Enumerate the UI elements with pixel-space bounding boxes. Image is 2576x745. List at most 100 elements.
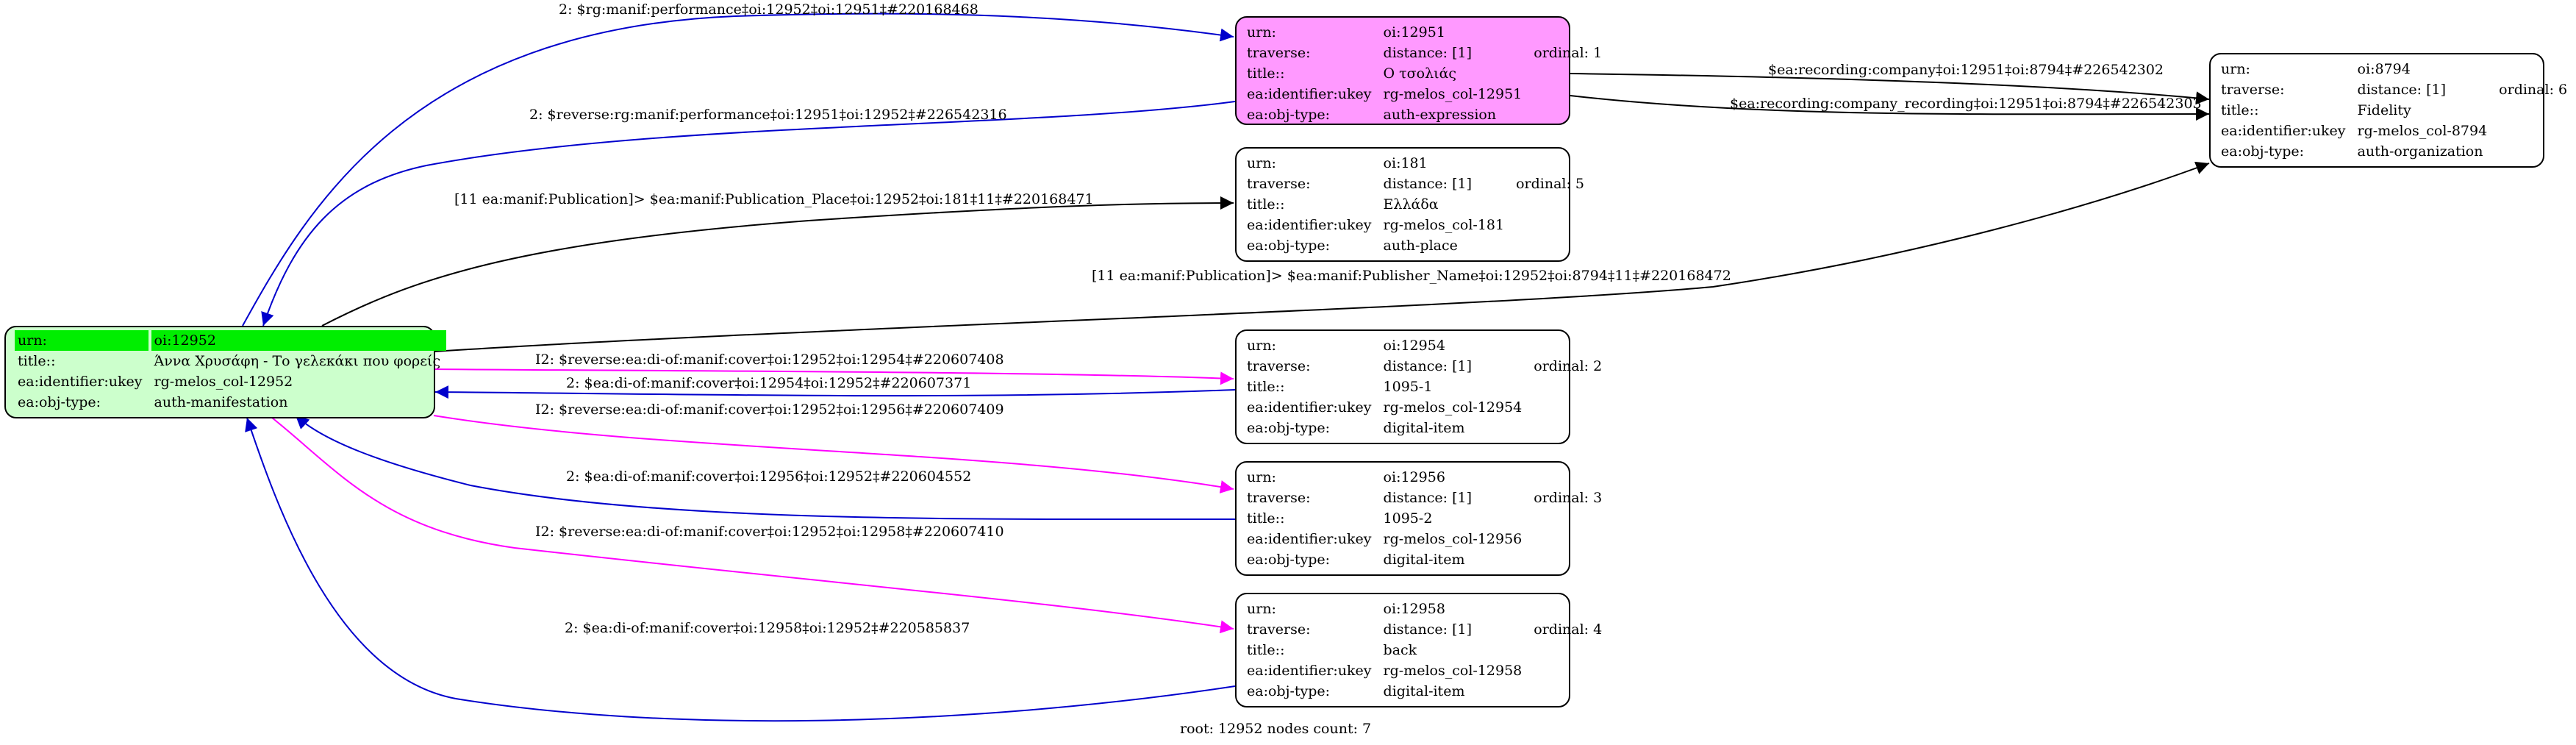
- title-value: Ο τσολιάς: [1383, 65, 1457, 82]
- edge-e6: [1570, 95, 2210, 121]
- edge-e1: [242, 13, 1234, 327]
- urn-key: urn:: [1247, 155, 1276, 171]
- urn-key: urn:: [1247, 24, 1276, 40]
- ukey-key: ea:identifier:ukey: [1247, 399, 1372, 416]
- title-value: back: [1383, 642, 1417, 658]
- graph-footer: root: 12952 nodes count: 7: [1180, 721, 1372, 737]
- edge-e5: [1570, 73, 2210, 105]
- ukey-value: rg-melos_col-12951: [1383, 86, 1523, 102]
- distance-value: distance: [1]: [1383, 176, 1472, 192]
- edge-e3: [321, 196, 1234, 327]
- ordinal-value: ordinal: 3: [1534, 490, 1603, 506]
- traverse-key: traverse:: [1247, 176, 1311, 192]
- title-value: Άννα Χρυσάφη - Το γελεκάκι που φορείς: [154, 353, 441, 369]
- edge-e7: [433, 368, 1234, 385]
- urn-key: urn:: [1247, 601, 1276, 617]
- title-key: title::: [1247, 642, 1285, 658]
- type-key: ea:obj-type:: [1247, 683, 1331, 699]
- traverse-key: traverse:: [1247, 490, 1311, 506]
- type-key: ea:obj-type:: [1247, 552, 1331, 568]
- edge-label-e8: 2: $ea:di-of:manif:cover‡oi:12954‡oi:129…: [566, 375, 972, 391]
- distance-value: distance: [1]: [2357, 82, 2446, 98]
- type-value: auth-manifestation: [154, 394, 288, 410]
- urn-value: oi:181: [1383, 155, 1428, 171]
- node-root-12952[interactable]: urn:oi:12952 title::Άννα Χρυσάφη - Το γε…: [4, 326, 447, 418]
- ukey-value: rg-melos_col-8794: [2357, 123, 2488, 139]
- distance-value: distance: [1]: [1383, 490, 1472, 506]
- ukey-row: ea:identifier:ukey rg-melos_col-12952: [15, 371, 446, 392]
- type-key: ea:obj-type:: [1247, 420, 1331, 436]
- type-row: ea:obj-type: auth-manifestation: [15, 392, 446, 413]
- distance-value: distance: [1]: [1383, 621, 1472, 638]
- distance-value: distance: [1]: [1383, 45, 1472, 61]
- edge-e9: [433, 415, 1234, 493]
- node-12951[interactable]: urn:oi:12951 traverse:distance: [1]ordin…: [1235, 16, 1602, 125]
- type-value: auth-expression: [1383, 107, 1497, 123]
- title-value: 1095-2: [1383, 510, 1433, 527]
- edge-e12: [245, 417, 1236, 722]
- ukey-key: ea:identifier:ukey: [1247, 86, 1372, 102]
- ukey-value: rg-melos_col-12958: [1383, 663, 1523, 679]
- node-12954[interactable]: urn:oi:12954 traverse:distance: [1]ordin…: [1235, 329, 1602, 444]
- type-value: digital-item: [1383, 552, 1465, 568]
- ukey-key: ea:identifier:ukey: [2221, 123, 2346, 139]
- urn-value: oi:12954: [1383, 338, 1445, 354]
- edge-label-e9: I2: $reverse:ea:di-of:manif:cover‡oi:129…: [535, 402, 1004, 418]
- ordinal-value: ordinal: 6: [2499, 82, 2568, 98]
- title-key: title::: [1247, 196, 1285, 213]
- node-181[interactable]: urn: oi:181 traverse: distance: [1] ordinal…: [1235, 147, 1584, 262]
- ukey-key: ea:identifier:ukey: [1247, 663, 1372, 679]
- traverse-key: traverse:: [2221, 82, 2285, 98]
- title-key: title::: [2221, 102, 2259, 118]
- edge-e11: [271, 417, 1234, 634]
- type-value: digital-item: [1383, 683, 1465, 699]
- urn-key: urn:: [2221, 61, 2250, 77]
- ukey-key: ea:identifier:ukey: [1247, 217, 1372, 233]
- title-key: title::: [1247, 65, 1285, 82]
- edge-e10: [295, 415, 1236, 521]
- title-row: title::Άννα Χρυσάφη - Το γελεκάκι που φο…: [15, 351, 446, 371]
- edge-label-e6: $ea:recording:company_recording‡oi:12951…: [1730, 96, 2202, 112]
- title-key: title::: [18, 353, 56, 369]
- title-key: title::: [1247, 379, 1285, 395]
- edge-label-e3: [11 ea:manif:Publication]> $ea:manif:Pub…: [454, 191, 1094, 207]
- ordinal-value: ordinal: 1: [1534, 45, 1603, 61]
- edge-label-e5: $ea:recording:company‡oi:12951‡oi:8794‡#…: [1768, 62, 2164, 78]
- edge-label-e7: I2: $reverse:ea:di-of:manif:cover‡oi:129…: [535, 352, 1004, 368]
- ukey-value: rg-melos_col-181: [1383, 217, 1505, 233]
- title-value: 1095-1: [1383, 379, 1433, 395]
- type-key: ea:obj-type:: [1247, 107, 1331, 123]
- urn-key: urn:: [15, 330, 149, 351]
- ordinal-value: ordinal: 2: [1534, 358, 1603, 374]
- ukey-value: rg-melos_col-12952: [154, 374, 293, 390]
- edge-e8: [434, 385, 1236, 399]
- urn-value: oi:12952: [151, 330, 447, 351]
- traverse-key: traverse:: [1247, 45, 1311, 61]
- ordinal-value: ordinal: 4: [1534, 621, 1603, 638]
- traverse-key: traverse:: [1247, 621, 1311, 638]
- edge-label-e10: 2: $ea:di-of:manif:cover‡oi:12956‡oi:129…: [566, 468, 972, 485]
- type-value: digital-item: [1383, 420, 1465, 436]
- ukey-key: ea:identifier:ukey: [1247, 531, 1372, 547]
- distance-value: distance: [1]: [1383, 358, 1472, 374]
- type-value: auth-place: [1383, 238, 1458, 254]
- urn-key: urn:: [1247, 469, 1276, 485]
- ukey-value: rg-melos_col-12956: [1383, 531, 1523, 547]
- type-key: ea:obj-type:: [18, 394, 101, 410]
- edge-e4: [433, 161, 2210, 352]
- node-8794[interactable]: urn:oi:8794 traverse:distance: [1]ordina…: [2209, 53, 2567, 168]
- ordinal-value: ordinal: 5: [1516, 176, 1585, 192]
- node-12956[interactable]: urn: oi:12956 traverse: distance: [1] ordin…: [1235, 461, 1602, 576]
- type-value: auth-organization: [2357, 143, 2483, 160]
- type-key: ea:obj-type:: [2221, 143, 2305, 160]
- urn-row: urn:oi:12952: [15, 330, 447, 351]
- type-key: ea:obj-type:: [1247, 238, 1331, 254]
- ukey-value: rg-melos_col-12954: [1383, 399, 1523, 416]
- traverse-key: traverse:: [1247, 358, 1311, 374]
- ukey-key: ea:identifier:ukey: [18, 374, 143, 390]
- urn-value: oi:12956: [1383, 469, 1445, 485]
- node-12958[interactable]: urn:oi:12958 traverse:distance: [1]ordin…: [1235, 593, 1602, 707]
- edge-label-e11: I2: $reverse:ea:di-of:manif:cover‡oi:129…: [535, 524, 1004, 540]
